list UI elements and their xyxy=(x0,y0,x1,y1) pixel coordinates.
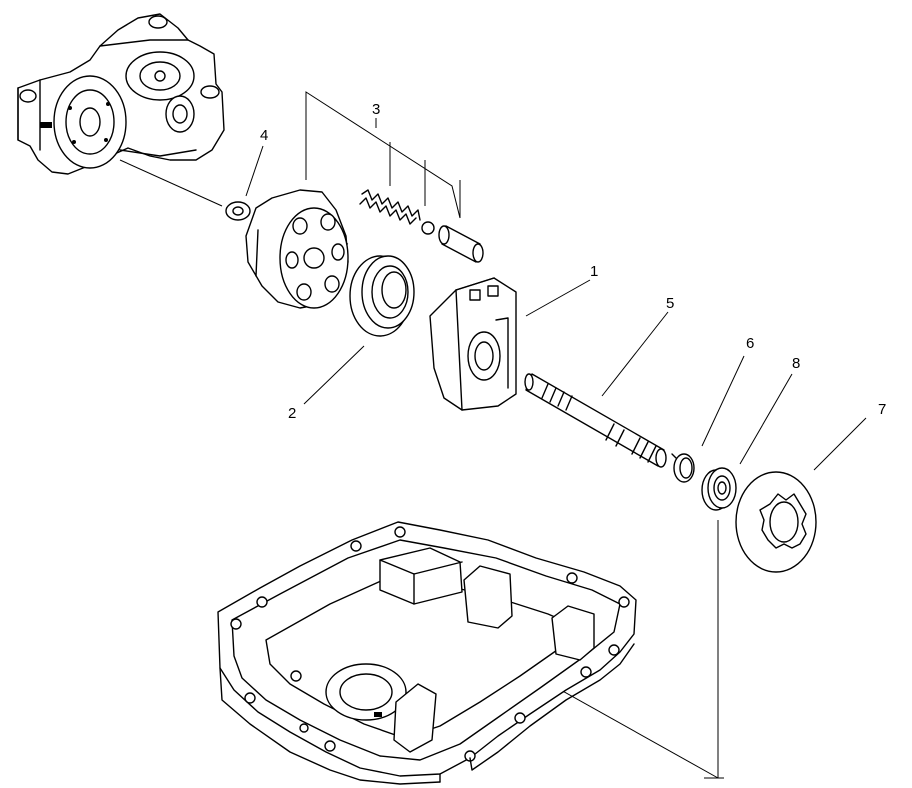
callout-3: 3 xyxy=(372,101,380,118)
callout-4: 4 xyxy=(260,127,268,144)
ball-bearing-part-8 xyxy=(701,467,737,511)
swash-block-part-1 xyxy=(429,277,517,411)
shaft-part-5 xyxy=(524,373,667,468)
pump-housing-part xyxy=(17,13,225,175)
cylinder-block-part-3 xyxy=(245,189,349,309)
callout-5: 5 xyxy=(666,295,674,312)
callout-1: 1 xyxy=(590,263,598,280)
callout-leaders xyxy=(245,91,867,471)
lower-case-housing xyxy=(217,521,637,785)
washer-part-4 xyxy=(225,201,251,221)
callout-8: 8 xyxy=(792,355,800,372)
gear-part-7 xyxy=(735,471,817,573)
retaining-ring-part-6 xyxy=(671,453,695,483)
callout-7: 7 xyxy=(878,401,886,418)
callout-2: 2 xyxy=(288,405,296,422)
bearing-ring-part-2 xyxy=(349,255,415,337)
spring-ball-piston-part-3 xyxy=(359,189,484,263)
callout-6: 6 xyxy=(746,335,754,352)
